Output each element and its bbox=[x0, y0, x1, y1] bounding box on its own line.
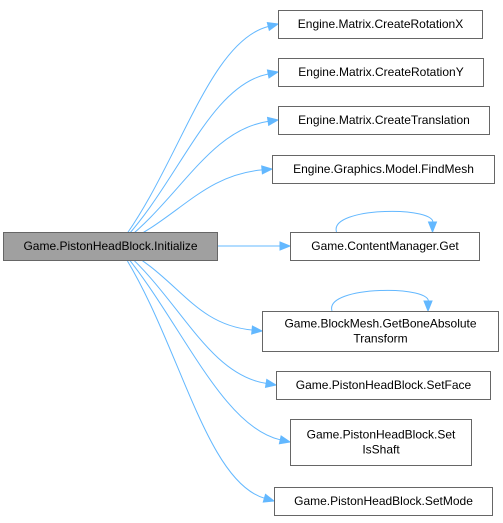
call-edge-line bbox=[117, 245, 281, 441]
node-box bbox=[262, 311, 499, 352]
node-label: Game.PistonHeadBlock.Initialize bbox=[23, 239, 197, 253]
node-box bbox=[272, 155, 495, 184]
node-label: Game.PistonHeadBlock.SetFace bbox=[296, 378, 472, 392]
arrowhead-icon bbox=[251, 325, 264, 335]
node-label: Game.BlockMesh.GetBoneAbsolute bbox=[284, 317, 476, 331]
node-box bbox=[276, 371, 491, 400]
call-edge-line bbox=[117, 73, 269, 247]
arrowhead-icon bbox=[423, 300, 433, 313]
node-create-rotation-y[interactable]: Engine.Matrix.CreateRotationY bbox=[278, 58, 484, 87]
node-label: Engine.Graphics.Model.FindMesh bbox=[293, 162, 474, 176]
node-find-mesh[interactable]: Engine.Graphics.Model.FindMesh bbox=[272, 155, 495, 184]
node-label: Engine.Matrix.CreateRotationY bbox=[298, 65, 463, 79]
call-edge-create-rotation-y bbox=[117, 69, 280, 247]
call-edge-line bbox=[117, 120, 269, 247]
arrowhead-icon bbox=[427, 221, 438, 234]
node-label: Engine.Matrix.CreateRotationX bbox=[298, 17, 463, 31]
self-call-edge-get-bone-absolute-transform bbox=[331, 289, 433, 313]
call-edge-line bbox=[117, 245, 265, 499]
node-label: Game.PistonHeadBlock.Set bbox=[307, 428, 456, 442]
call-edge-content-manager-get bbox=[217, 241, 292, 251]
self-call-loop bbox=[331, 289, 429, 312]
call-edge-line bbox=[117, 25, 269, 247]
call-edge-set-mode bbox=[117, 245, 276, 503]
arrowhead-icon bbox=[262, 493, 276, 503]
arrowhead-icon bbox=[261, 165, 274, 175]
call-edge-line bbox=[117, 245, 267, 384]
self-call-edge-content-manager-get bbox=[335, 210, 438, 234]
node-box bbox=[278, 106, 490, 135]
arrowhead-icon bbox=[266, 116, 280, 127]
node-box bbox=[274, 487, 493, 516]
node-set-mode[interactable]: Game.PistonHeadBlock.SetMode bbox=[274, 487, 493, 516]
node-label: IsShaft bbox=[362, 443, 400, 457]
arrowhead-icon bbox=[266, 69, 280, 79]
node-label: Engine.Matrix.CreateTranslation bbox=[298, 113, 470, 127]
call-nodes: Game.PistonHeadBlock.Initialize Engine.Ma… bbox=[3, 10, 499, 516]
node-box bbox=[3, 232, 218, 261]
node-box bbox=[278, 10, 483, 39]
node-label: Game.ContentManager.Get bbox=[311, 239, 459, 253]
arrowhead-icon bbox=[266, 21, 280, 32]
node-initialize[interactable]: Game.PistonHeadBlock.Initialize bbox=[3, 232, 218, 261]
call-edge-set-is-shaft bbox=[117, 245, 292, 445]
node-content-manager-get[interactable]: Game.ContentManager.Get bbox=[290, 232, 480, 261]
call-edge-create-translation bbox=[117, 116, 280, 247]
self-call-loop bbox=[335, 210, 434, 233]
node-set-face[interactable]: Game.PistonHeadBlock.SetFace bbox=[276, 371, 491, 400]
call-edge-set-face bbox=[117, 245, 278, 389]
node-create-rotation-x[interactable]: Engine.Matrix.CreateRotationX bbox=[278, 10, 483, 39]
arrowhead-icon bbox=[278, 435, 292, 445]
node-label: Transform bbox=[353, 332, 407, 346]
node-label: Game.PistonHeadBlock.SetMode bbox=[294, 494, 473, 508]
node-box bbox=[278, 58, 484, 87]
arrowhead-icon bbox=[279, 241, 292, 251]
node-box bbox=[290, 419, 472, 466]
arrowhead-icon bbox=[264, 378, 278, 389]
node-create-translation[interactable]: Engine.Matrix.CreateTranslation bbox=[278, 106, 490, 135]
call-edge-create-rotation-x bbox=[117, 21, 280, 247]
node-box bbox=[290, 232, 480, 261]
